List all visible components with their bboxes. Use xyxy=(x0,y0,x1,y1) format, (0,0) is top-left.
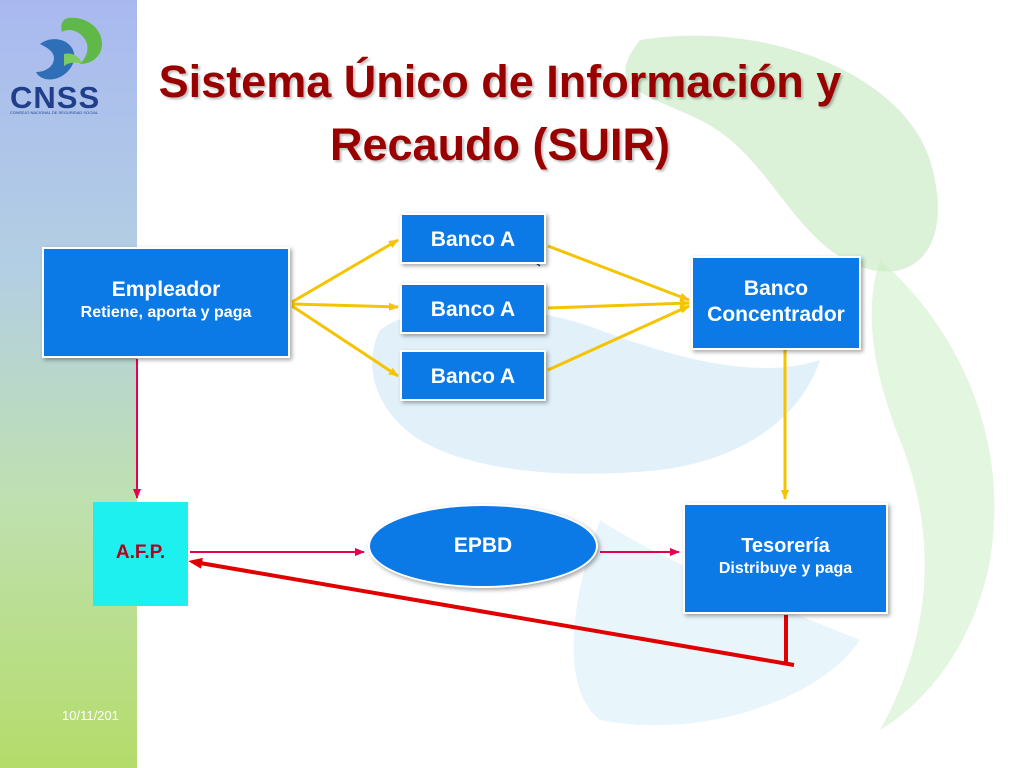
slide-title-line-2: Recaudo (SUIR) xyxy=(329,119,671,170)
node-banco-a-1-label: Banco A xyxy=(430,228,516,251)
logo-subtitle: CONSEJO NACIONAL DE SEGURIDAD SOCIAL xyxy=(10,110,99,115)
node-afp-label: A.F.P. xyxy=(115,542,166,563)
arrow-empleador-to-banco-a-1 xyxy=(291,238,399,304)
logo-blue-hand xyxy=(36,39,75,80)
node-banco-a-2-label: Banco A xyxy=(430,298,516,321)
arrow-banco-a-3-to-concentrador xyxy=(547,304,690,372)
watermark-green-tail xyxy=(871,260,995,730)
node-epbd: EPBD xyxy=(368,504,598,588)
node-afp: A.F.P. xyxy=(93,502,188,606)
watermark-blue-arc xyxy=(573,520,860,726)
node-banco-concentrador-label-2: Concentrador xyxy=(707,303,845,326)
node-tesoreria-sublabel: Distribuye y paga xyxy=(718,560,853,577)
arrow-banco-a-2-to-concentrador xyxy=(547,299,690,310)
slide-title-line-1: Sistema Único de Información y xyxy=(158,56,842,107)
arrow-empleador-to-banco-a-3 xyxy=(291,304,399,378)
node-banco-concentrador: Banco Concentrador xyxy=(691,256,861,350)
node-banco-a-2: Banco A xyxy=(400,283,546,334)
cnss-logo-graphic xyxy=(36,17,102,80)
arrow-empleador-to-banco-a-2 xyxy=(291,302,399,311)
slide-title: Sistema Único de Información y Recaudo (… xyxy=(60,50,940,176)
node-banco-a-3: Banco A xyxy=(400,350,546,401)
node-empleador-label: Empleador xyxy=(111,278,221,301)
node-tesoreria-label: Tesorería xyxy=(741,535,830,557)
node-empleador-sublabel: Retiene, aporta y paga xyxy=(80,304,252,321)
logo-text: CNSS xyxy=(10,80,101,115)
logo-green-swirl xyxy=(61,17,102,65)
footer-date: 10/11/201 xyxy=(62,708,119,723)
left-gradient-band xyxy=(0,0,137,768)
node-tesoreria: Tesorería Distribuye y paga xyxy=(683,503,888,614)
arrow-banco-a-1-to-concentrador xyxy=(547,244,690,302)
node-banco-concentrador-label-1: Banco xyxy=(743,277,809,300)
node-epbd-label: EPBD xyxy=(453,534,513,557)
logo-green-leaf xyxy=(64,53,82,66)
node-empleador: Empleador Retiene, aporta y paga xyxy=(42,247,290,358)
node-banco-a-3-label: Banco A xyxy=(430,365,516,388)
watermark-blue-hand xyxy=(372,307,820,474)
watermark-green-arc xyxy=(625,35,938,272)
return-arrow-to-afp xyxy=(188,557,795,667)
node-banco-a-1: Banco A xyxy=(400,213,546,264)
